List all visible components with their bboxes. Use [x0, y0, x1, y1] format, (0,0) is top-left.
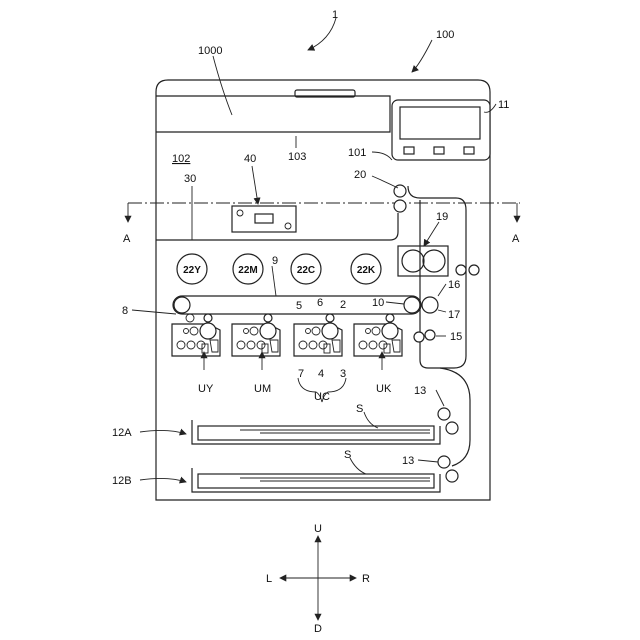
ref-path-20: 20: [354, 169, 366, 181]
unit-uk-cleaner: [392, 340, 400, 352]
cleaning-roller: [186, 314, 194, 322]
compass-label-left: L: [266, 573, 272, 585]
ref-reader: 1000: [198, 45, 222, 57]
unit-label-uc: UC: [314, 391, 330, 403]
ref-device: 1: [332, 9, 338, 21]
unit-uk-dev-roller: [359, 341, 367, 349]
ref-unit-30: 30: [184, 173, 196, 185]
ref-fuser-19: 19: [436, 211, 448, 223]
toner-label-y: 22Y: [183, 265, 201, 276]
unit-uy-dev-roller: [187, 341, 195, 349]
unit-label-uy: UY: [198, 383, 214, 395]
ref-unit-40: 40: [244, 153, 256, 165]
ref-tray-12b: 12B: [112, 475, 132, 487]
compass-label-up: U: [314, 523, 322, 535]
ref-6: 6: [317, 297, 323, 309]
ref-4: 4: [318, 368, 324, 380]
compass-label-right: R: [362, 573, 370, 585]
unit-uy-dev-roller: [177, 341, 185, 349]
unit-uk-primary-transfer: [386, 314, 394, 322]
ref-panel: 11: [498, 99, 509, 111]
exit-roller: [394, 200, 406, 212]
feed-roller-13a: [446, 422, 458, 434]
ref-panel-frame: 101: [348, 147, 366, 159]
unit-uy-charger: [190, 327, 198, 335]
unit-uy-drum: [200, 323, 216, 339]
ref-3: 3: [340, 368, 346, 380]
ref-body: 100: [436, 29, 454, 41]
ref-7: 7: [298, 368, 304, 380]
operation-panel: [392, 100, 490, 160]
ref-16: 16: [448, 279, 460, 291]
unit-uk-drum: [382, 323, 398, 339]
duplex-roller: [456, 265, 466, 275]
ref-tray-12a: 12A: [112, 427, 132, 439]
unit-uk-roller-small: [366, 329, 371, 334]
fixing-roller: [402, 250, 424, 272]
ref-17: 17: [448, 309, 460, 321]
toner-label-c: 22C: [297, 265, 315, 276]
section-label-left: A: [123, 233, 131, 245]
unit-uy-dev-roller: [197, 341, 205, 349]
compass-label-down: D: [314, 623, 322, 635]
ref-housing: 102: [172, 153, 190, 165]
ref-15: 15: [450, 331, 462, 343]
unit-40-screw: [237, 210, 243, 216]
unit-uc-cleaner: [332, 340, 340, 352]
unit-uy-cleaner: [210, 340, 218, 352]
unit-um-dev-roller: [257, 341, 265, 349]
ref-13-a: 13: [414, 385, 426, 397]
image-forming-units: [172, 314, 402, 356]
feed-roller-13b: [446, 470, 458, 482]
ref-belt-9: 9: [272, 255, 278, 267]
feed-roller-13b: [438, 456, 450, 468]
pressure-roller: [423, 250, 445, 272]
unit-uc-primary-transfer: [326, 314, 334, 322]
unit-label-uk: UK: [376, 383, 392, 395]
registration-roller: [414, 332, 424, 342]
unit-um-dev-roller: [237, 341, 245, 349]
unit-label-um: UM: [254, 383, 271, 395]
unit-40-screw: [285, 223, 291, 229]
belt-roller-left: [174, 297, 190, 313]
unit-um-roller-small: [244, 329, 249, 334]
unit-uc-dev-roller: [299, 341, 307, 349]
unit-uc-drum: [322, 323, 338, 339]
ref-2: 2: [340, 299, 346, 311]
reader-cover: [156, 96, 390, 132]
duplex-roller: [469, 265, 479, 275]
unit-uk-charger: [372, 327, 380, 335]
section-label-right: A: [512, 233, 520, 245]
ref-sheet-s2: S: [344, 449, 351, 461]
unit-uy-roller-small: [184, 329, 189, 334]
toner-label-m: 22M: [238, 265, 257, 276]
unit-uc-roller-small: [306, 329, 311, 334]
ref-13-b: 13: [402, 455, 414, 467]
unit-uk-dev-roller: [369, 341, 377, 349]
ref-top-line: 103: [288, 151, 306, 163]
unit-um-primary-transfer: [264, 314, 272, 322]
unit-um-cleaner: [270, 340, 278, 352]
registration-roller: [425, 330, 435, 340]
unit-um-charger: [250, 327, 258, 335]
unit-uc-dev-roller: [309, 341, 317, 349]
toner-label-k: 22K: [357, 265, 376, 276]
ref-5: 5: [296, 300, 302, 312]
feed-roller-13a: [438, 408, 450, 420]
ref-8: 8: [122, 305, 128, 317]
unit-uc-dev-roller: [319, 341, 327, 349]
unit-40-window: [255, 214, 273, 223]
ref-sheet-s1: S: [356, 403, 363, 415]
unit-uc-charger: [312, 327, 320, 335]
belt-roller-right: [404, 297, 420, 313]
unit-um-dev-roller: [247, 341, 255, 349]
unit-um-drum: [260, 323, 276, 339]
secondary-transfer-roller: [422, 297, 438, 313]
ref-10: 10: [372, 297, 384, 309]
unit-uy-primary-transfer: [204, 314, 212, 322]
unit-uk-dev-roller: [379, 341, 387, 349]
